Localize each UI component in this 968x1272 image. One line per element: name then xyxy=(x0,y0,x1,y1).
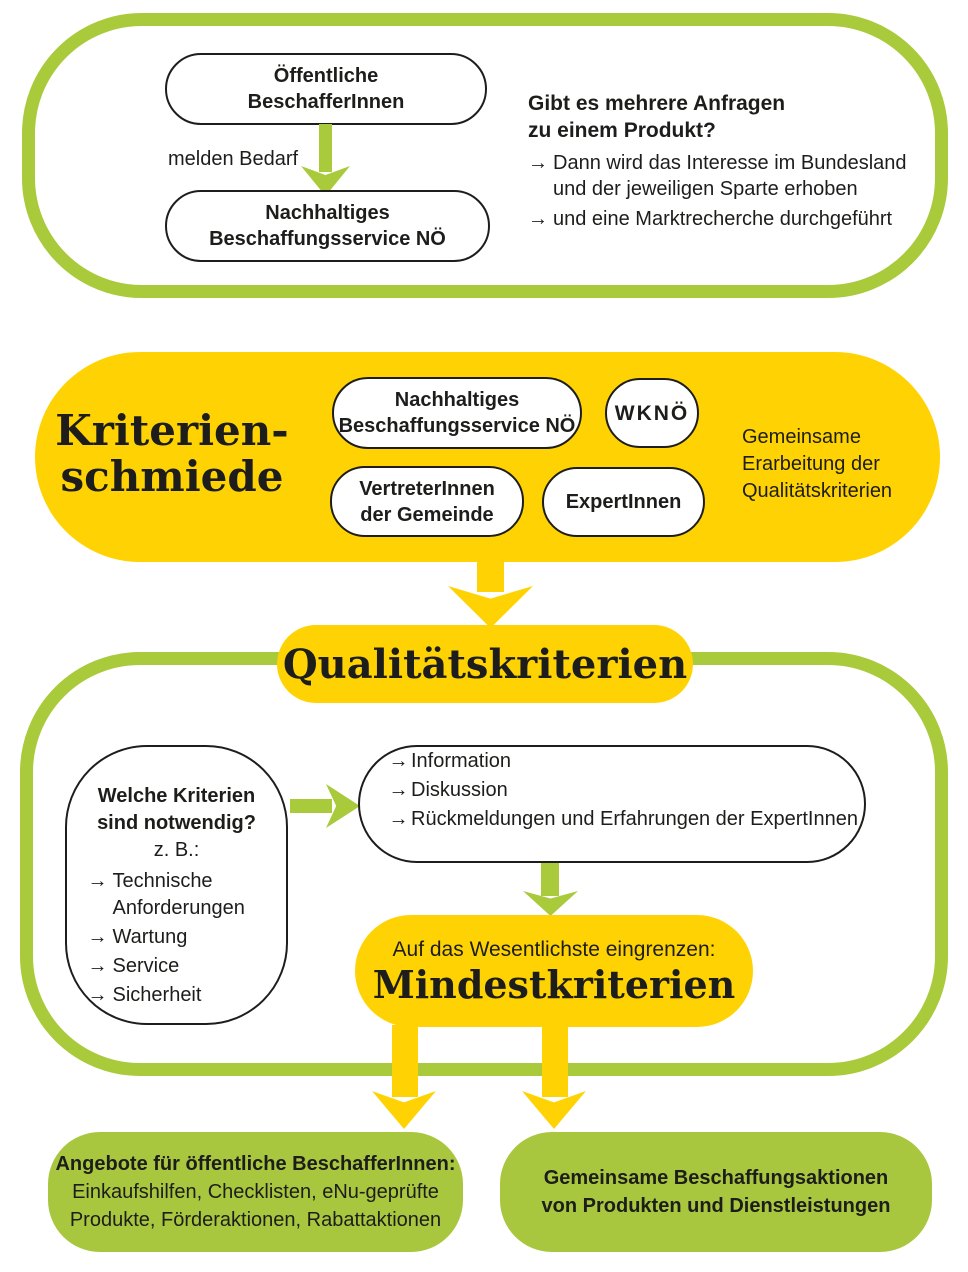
outcome-offers-title: Angebote für öffentliche BeschafferInnen… xyxy=(55,1153,456,1175)
participant-service-oval: Nachhaltiges Beschaffungsservice NÖ xyxy=(332,377,582,449)
intake-question-block: Gibt es mehrere Anfragen zu einem Produk… xyxy=(528,90,928,232)
arrow-bullet-icon: → xyxy=(528,208,548,230)
quality-criteria-pill: Qualitätskriterien xyxy=(277,625,693,703)
participant-wkno-label: WKNÖ xyxy=(614,401,690,425)
criteria-bullet-4-text: Sicherheit xyxy=(112,984,202,1006)
intake-question-heading: Gibt es mehrere Anfragen zu einem Produk… xyxy=(528,92,786,142)
arrow-bullet-icon: → xyxy=(528,152,548,174)
arrow-bullet-icon: → xyxy=(87,955,108,977)
process-bullet-3-text: Rückmeldungen und Erfahrungen der Expert… xyxy=(411,808,858,830)
which-criteria-list: → Technische Anforderungen → Wartung → S… xyxy=(88,868,266,1009)
arrow-label-melden-bedarf: melden Bedarf xyxy=(168,148,299,170)
arrow-bullet-icon: → xyxy=(87,870,108,892)
intake-bullet-2: → und eine Marktrecherche durchgeführt xyxy=(528,206,928,232)
participant-service-label: Nachhaltiges Beschaffungsservice NÖ xyxy=(338,389,576,437)
quality-criteria-label: Qualitätskriterien xyxy=(282,640,688,688)
outcome-offers-body: Einkaufshilfen, Checklisten, eNu-geprüft… xyxy=(69,1181,442,1231)
participant-gemeinde-oval: VertreterInnen der Gemeinde xyxy=(330,466,524,537)
arrow-criteria-right-stem xyxy=(290,799,332,813)
participant-experts-label: ExpertInnen xyxy=(565,491,682,513)
criteria-bullet-2-text: Wartung xyxy=(112,926,188,948)
arrow-intake-down-stem xyxy=(319,124,332,172)
intake-bullet-2-text: und eine Marktrecherche durchgeführt xyxy=(553,208,893,230)
arrow-outcome-left-stem xyxy=(392,1025,418,1097)
arrow-bullet-icon: → xyxy=(388,750,409,772)
arrow-bullet-icon: → xyxy=(87,926,108,948)
outcome-offers-box: Angebote für öffentliche BeschafferInnen… xyxy=(48,1132,463,1252)
node-public-procurers: Öffentliche BeschafferInnen xyxy=(165,53,487,125)
process-bullet-2: → Diskussion xyxy=(386,776,508,805)
arrow-to-quality-icon xyxy=(448,586,533,628)
intake-bullet-1-text: Dann wird das Interesse im Bundesland un… xyxy=(553,152,907,200)
criteria-bullet-1-text: Technische Anforderungen xyxy=(112,870,245,919)
criteria-bullet-4: → Sicherheit xyxy=(88,982,266,1009)
kriterienschmiede-title: Kriterien- schmiede xyxy=(55,406,289,501)
process-bullet-1-text: Information xyxy=(411,750,512,772)
node-public-procurers-label: Öffentliche BeschafferInnen xyxy=(247,65,405,113)
arrow-bullet-icon: → xyxy=(87,984,108,1006)
participant-wkno-oval: WKNÖ xyxy=(605,378,699,448)
criteria-bullet-3: → Service xyxy=(88,953,266,980)
criteria-bullet-3-text: Service xyxy=(112,955,180,977)
arrow-bullet-icon: → xyxy=(388,779,409,801)
node-sustainable-service: Nachhaltiges Beschaffungsservice NÖ xyxy=(165,190,490,262)
arrow-bullet-icon: → xyxy=(388,808,409,830)
which-criteria-node: Welche Kriterien sind notwendig? z. B.: … xyxy=(65,745,288,1025)
process-node: → Information → Diskussion → Rückmeldung… xyxy=(358,745,866,863)
which-criteria-example-label: z. B.: xyxy=(153,839,200,861)
minimum-criteria-label: Mindestkriterien xyxy=(372,961,736,1007)
arrow-outcome-right-stem xyxy=(542,1025,568,1097)
minimum-criteria-intro: Auf das Wesentlichste eingrenzen: xyxy=(392,937,716,961)
participant-experts-oval: ExpertInnen xyxy=(542,467,705,537)
participant-gemeinde-label: VertreterInnen der Gemeinde xyxy=(359,477,495,526)
outcome-actions-label: Gemeinsame Beschaffungsaktionen von Prod… xyxy=(541,1167,891,1217)
minimum-criteria-pill: Auf das Wesentlichste eingrenzen: Mindes… xyxy=(355,915,753,1027)
which-criteria-question: Welche Kriterien sind notwendig? xyxy=(97,785,256,834)
criteria-bullet-2: → Wartung xyxy=(88,924,266,951)
process-bullet-1: → Information xyxy=(386,747,512,776)
outcome-actions-box: Gemeinsame Beschaffungsaktionen von Prod… xyxy=(500,1132,932,1252)
process-bullet-2-text: Diskussion xyxy=(411,779,508,801)
criteria-bullet-1: → Technische Anforderungen xyxy=(88,868,266,922)
process-bullet-3: → Rückmeldungen und Erfahrungen der Expe… xyxy=(386,805,858,834)
arrow-to-quality-stem xyxy=(477,560,504,592)
node-sustainable-service-label: Nachhaltiges Beschaffungsservice NÖ xyxy=(209,202,446,250)
arrow-to-minimum-stem xyxy=(541,863,559,896)
kriterienschmiede-note: Gemeinsame Erarbeitung der Qualitätskrit… xyxy=(742,426,893,502)
intake-bullet-1: → Dann wird das Interesse im Bundesland … xyxy=(528,150,928,202)
